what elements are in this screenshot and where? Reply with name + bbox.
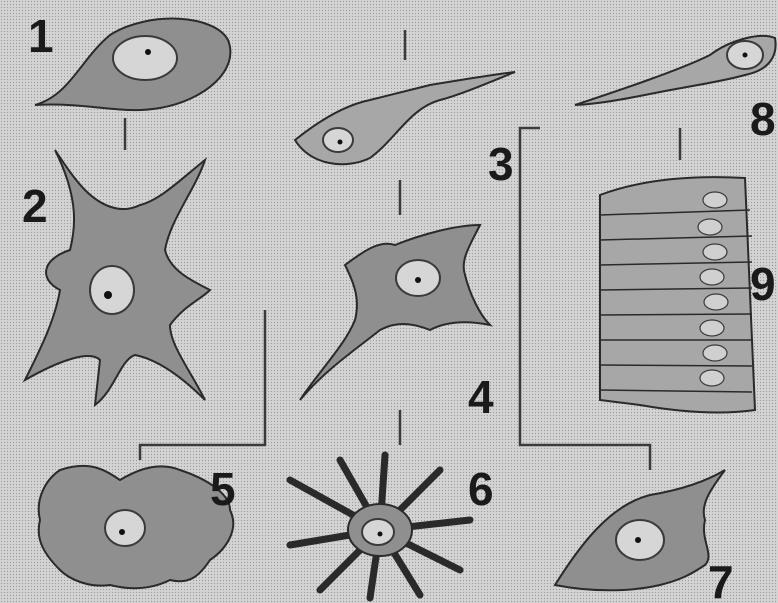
label-4: 4: [468, 371, 494, 423]
label-2: 2: [22, 180, 48, 232]
cell-2-nucleolus: [104, 291, 112, 299]
cell-2-nucleus: [90, 266, 134, 314]
cell-6-nucleus: [362, 519, 394, 545]
cell-6-nucleolus: [378, 532, 383, 537]
cell-5-nucleus: [105, 510, 145, 546]
label-9: 9: [750, 258, 776, 310]
label-5: 5: [210, 463, 236, 515]
cell-5-nucleolus: [119, 529, 125, 535]
cell-3-nucleus: [323, 128, 353, 152]
label-3: 3: [488, 138, 514, 190]
cell-4-nucleolus: [415, 277, 421, 283]
cell-7-nucleolus: [635, 537, 641, 543]
cell-1-nucleolus: [145, 49, 151, 55]
cell-3-nucleolus: [338, 140, 343, 145]
label-7: 7: [708, 556, 734, 603]
cell-1-nucleus: [113, 36, 177, 80]
cell-9: [600, 177, 755, 412]
label-6: 6: [468, 463, 494, 515]
label-1: 1: [28, 10, 54, 62]
label-8: 8: [750, 93, 776, 145]
cell-8-nucleolus: [743, 53, 748, 58]
